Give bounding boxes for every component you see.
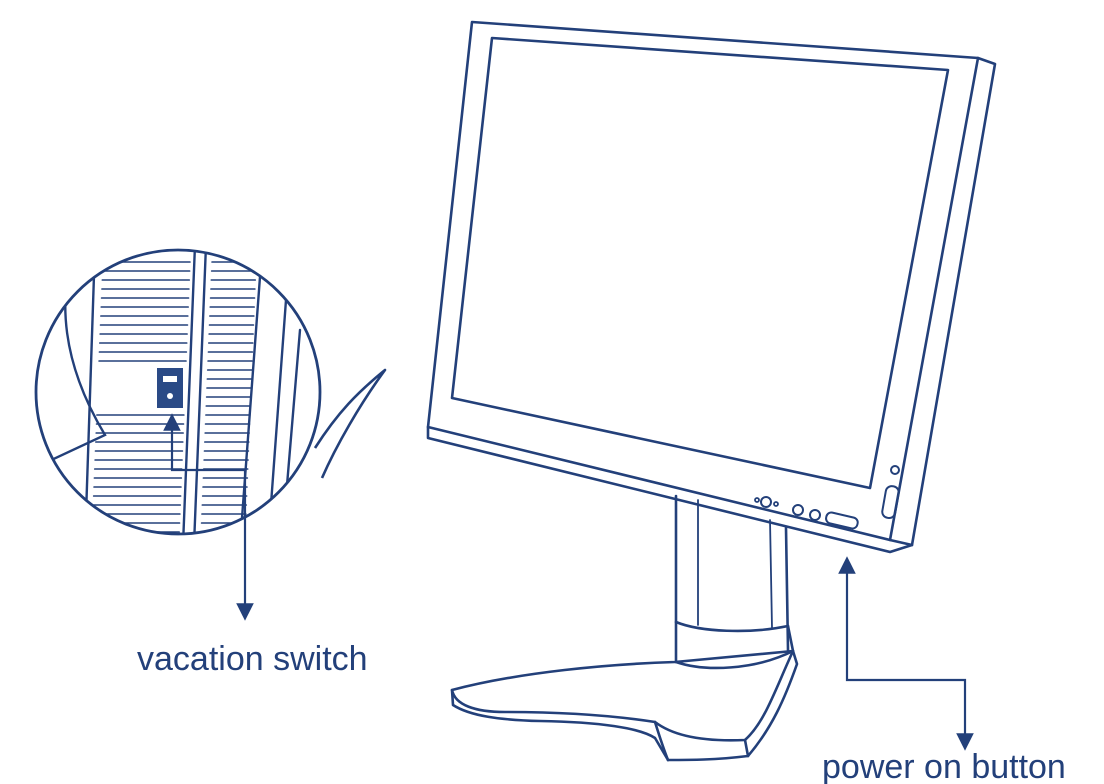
power-button-arrow [838, 556, 974, 751]
vacation-switch-label: vacation switch [137, 640, 368, 678]
front-control-buttons [754, 496, 859, 530]
vacation-switch [157, 368, 183, 408]
vacation-switch-arrow [163, 413, 254, 621]
monitor-stand [674, 494, 795, 670]
monitor [426, 20, 997, 762]
side-control-buttons [881, 465, 900, 520]
monitor-base [450, 649, 799, 762]
power-on-button-label: power on button [822, 748, 1066, 784]
monitor-screen [426, 20, 997, 554]
power-button [825, 511, 859, 530]
magnifier-callout [34, 248, 387, 536]
